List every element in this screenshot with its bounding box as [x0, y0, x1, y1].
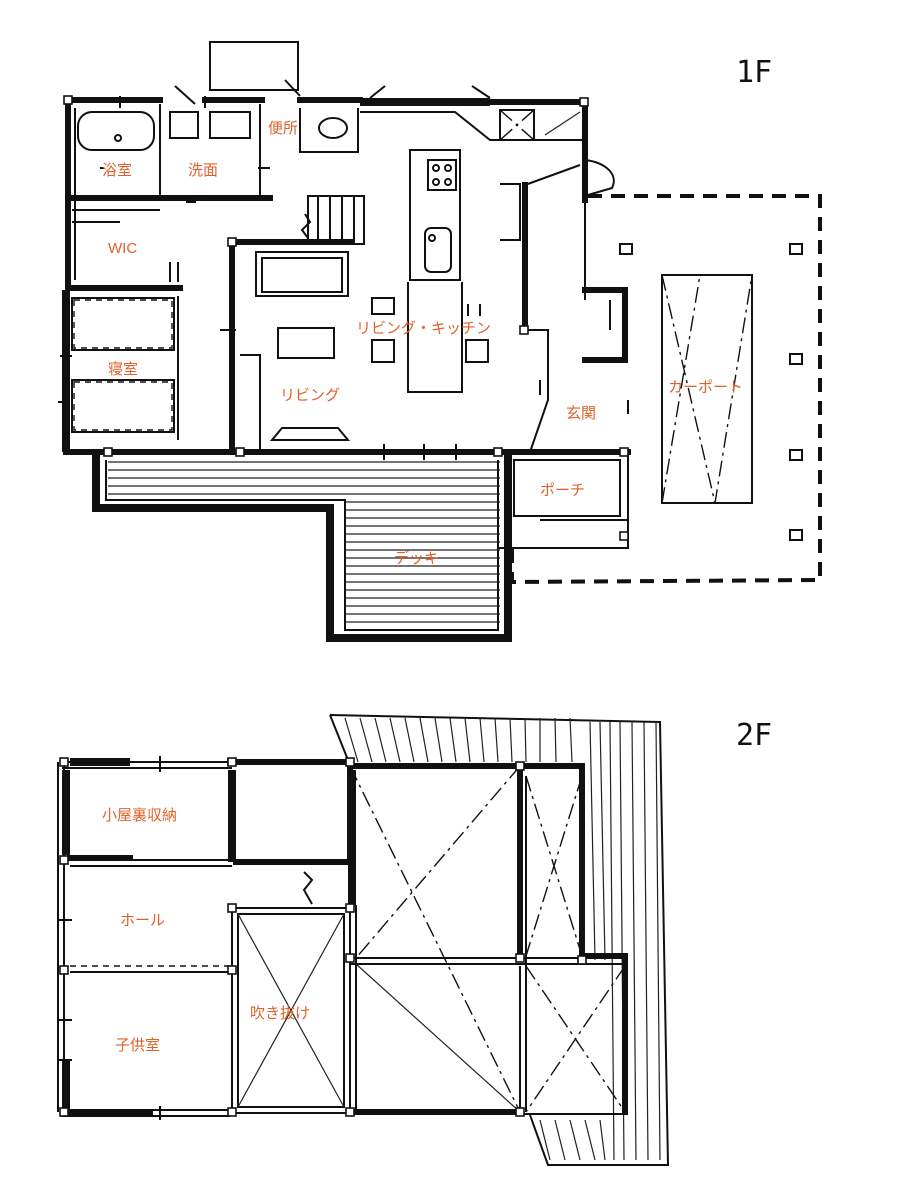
room-label-toilet: 便所	[268, 120, 298, 137]
room-label-hall: ホール	[120, 912, 165, 929]
room-label-carport: カーポート	[668, 379, 743, 396]
room-label-entrance: 玄関	[566, 405, 596, 422]
room-label-kids-room: 子供室	[115, 1037, 160, 1054]
first-floor-label: 1F	[736, 55, 772, 90]
room-label-living-kitchen: リビング・キッチン	[356, 320, 491, 337]
room-label-washroom: 洗面	[188, 162, 218, 179]
room-label-attic-storage: 小屋裏収納	[102, 806, 177, 824]
roof-hatching	[329, 714, 670, 1166]
second-floor-plan	[57, 714, 670, 1166]
room-label-deck: デッキ	[394, 549, 439, 567]
room-label-void: 吹き抜け	[250, 1005, 310, 1022]
deck-hatching	[105, 460, 500, 631]
room-label-bedroom: 寝室	[108, 360, 138, 378]
second-floor-label: 2F	[736, 718, 772, 753]
room-label-bath: 浴室	[102, 162, 132, 179]
first-floor-plan	[58, 41, 822, 642]
room-label-living: リビング	[280, 387, 340, 404]
room-label-wic: WIC	[108, 240, 137, 257]
room-label-porch: ポーチ	[540, 482, 585, 499]
